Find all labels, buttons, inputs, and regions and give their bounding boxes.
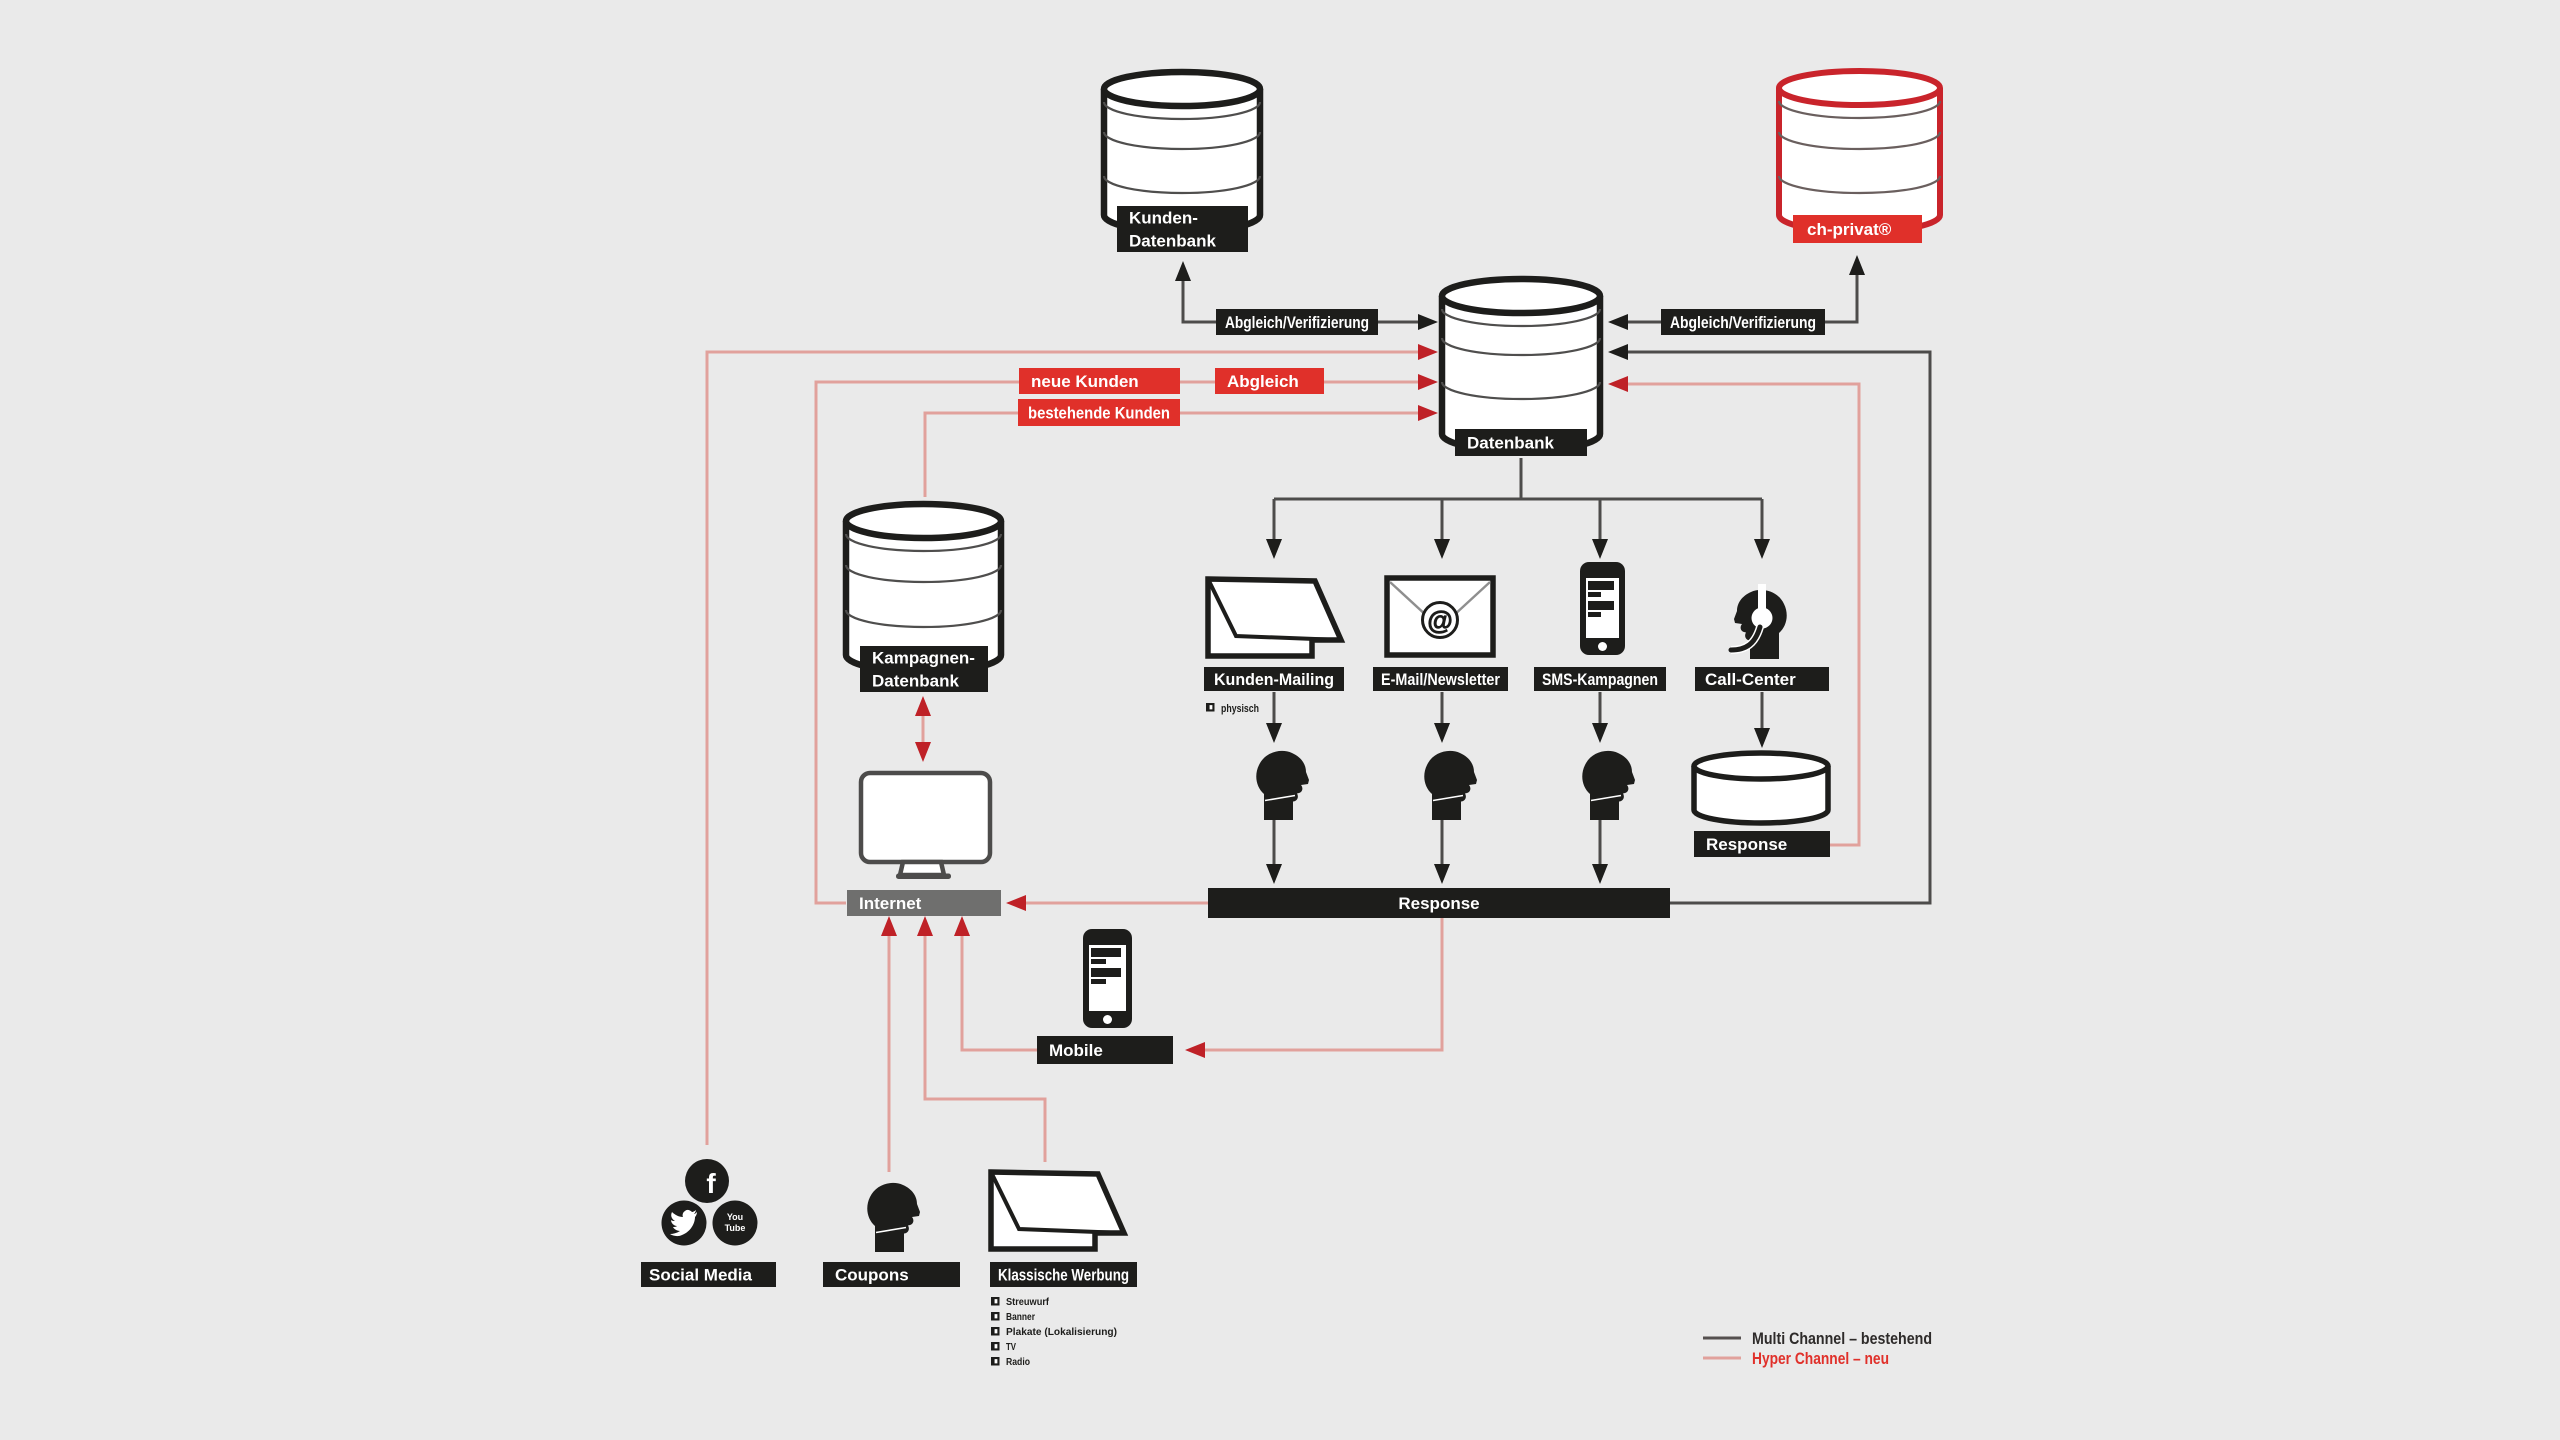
svg-text:Datenbank: Datenbank: [872, 672, 959, 691]
svg-text:neue Kunden: neue Kunden: [1031, 372, 1139, 391]
svg-text:f: f: [706, 1168, 716, 1199]
svg-text:Kunden-: Kunden-: [1129, 209, 1198, 228]
svg-text:TV: TV: [1006, 1341, 1016, 1353]
svg-text:E-Mail/Newsletter: E-Mail/Newsletter: [1381, 670, 1500, 689]
svg-text:Abgleich/Verifizierung: Abgleich/Verifizierung: [1670, 313, 1816, 332]
svg-text:Hyper Channel – neu: Hyper Channel – neu: [1752, 1350, 1889, 1368]
svg-text:Kampagnen-: Kampagnen-: [872, 649, 975, 668]
svg-text:SMS-Kampagnen: SMS-Kampagnen: [1542, 670, 1658, 689]
svg-text:Internet: Internet: [859, 894, 922, 913]
svg-text:Response: Response: [1398, 894, 1479, 913]
svg-text:Mobile: Mobile: [1049, 1041, 1103, 1060]
svg-text:Datenbank: Datenbank: [1467, 433, 1554, 452]
svg-text:You: You: [727, 1212, 743, 1222]
svg-text:Tube: Tube: [725, 1223, 746, 1233]
svg-text:Kunden-Mailing: Kunden-Mailing: [1214, 670, 1334, 689]
svg-text:@: @: [1427, 605, 1452, 635]
svg-text:Abgleich: Abgleich: [1227, 372, 1299, 391]
svg-text:Streuwurf: Streuwurf: [1006, 1296, 1049, 1308]
svg-text:Social Media: Social Media: [649, 1265, 753, 1284]
svg-text:Response: Response: [1706, 835, 1787, 854]
svg-text:Radio: Radio: [1006, 1356, 1030, 1368]
svg-text:bestehende Kunden: bestehende Kunden: [1028, 403, 1170, 422]
svg-text:Banner: Banner: [1006, 1311, 1035, 1323]
svg-text:ch-privat®: ch-privat®: [1807, 220, 1892, 239]
svg-text:physisch: physisch: [1221, 703, 1259, 715]
svg-text:Call-Center: Call-Center: [1705, 670, 1796, 689]
svg-text:Klassische Werbung: Klassische Werbung: [998, 1265, 1129, 1284]
svg-text:Multi Channel – bestehend: Multi Channel – bestehend: [1752, 1330, 1932, 1348]
svg-text:Plakate (Lokalisierung): Plakate (Lokalisierung): [1006, 1326, 1117, 1338]
svg-text:Datenbank: Datenbank: [1129, 232, 1216, 251]
svg-text:Coupons: Coupons: [835, 1265, 909, 1284]
svg-text:Abgleich/Verifizierung: Abgleich/Verifizierung: [1225, 313, 1369, 332]
